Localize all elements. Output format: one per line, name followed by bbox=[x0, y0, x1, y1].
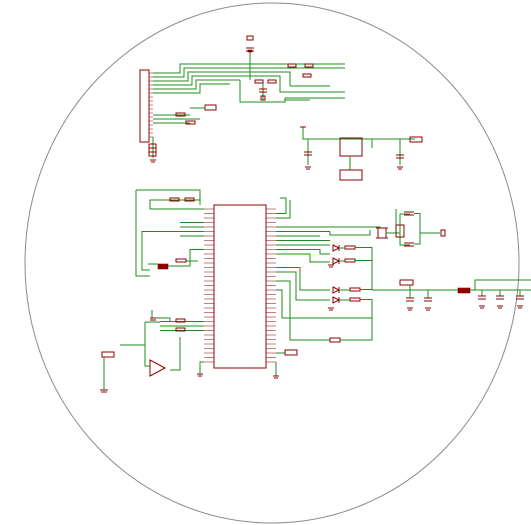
mcu-left-pins bbox=[204, 208, 214, 363]
mcu-chip[interactable] bbox=[204, 204, 276, 369]
top-components bbox=[246, 35, 314, 101]
mcu-left-nets bbox=[135, 189, 204, 277]
mcu-body bbox=[213, 204, 267, 369]
regulator-block[interactable] bbox=[300, 126, 423, 181]
bottom-left-circuit bbox=[100, 310, 204, 393]
right-network bbox=[276, 197, 531, 343]
top-bus-wires bbox=[153, 50, 345, 103]
header-lower-branch bbox=[148, 104, 217, 163]
header-pin-lines bbox=[149, 72, 153, 138]
mcu-ground-symbols bbox=[197, 349, 298, 379]
mcu-right-pins bbox=[266, 208, 276, 363]
header-connector bbox=[139, 69, 150, 143]
header-connector-block[interactable] bbox=[139, 69, 153, 143]
